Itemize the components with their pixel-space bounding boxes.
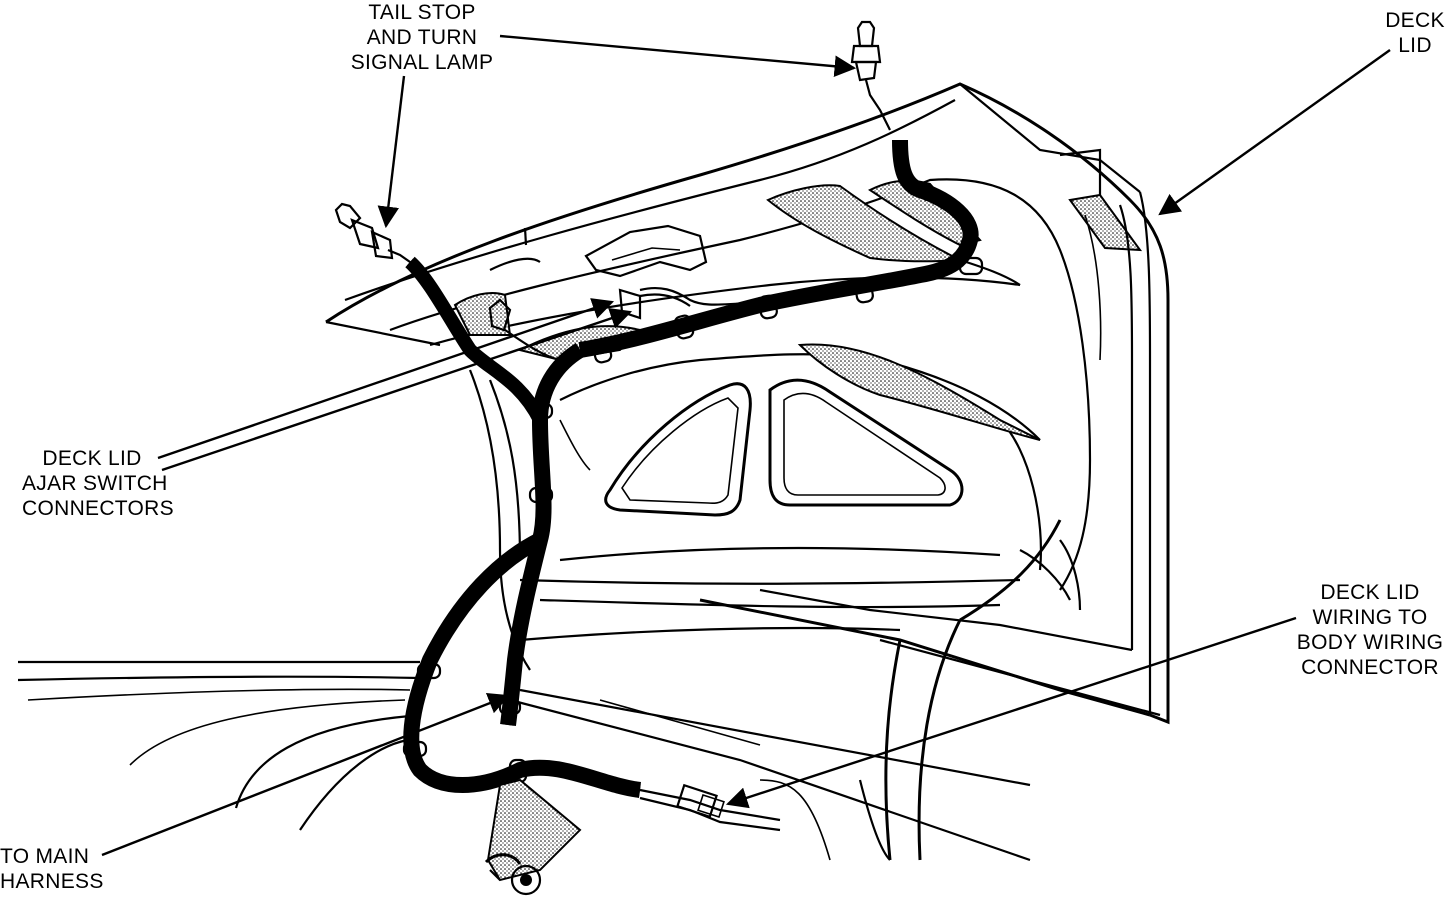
label-tail-lamp-line-1: TAIL STOP [368, 1, 476, 24]
body-panel-lines [17, 638, 1161, 862]
label-deck-lid-line-1: DECK [1385, 9, 1445, 32]
label-body-wiring-line-3: BODY WIRING [1296, 631, 1444, 654]
label-deck-lid-line-2: LID [1398, 34, 1432, 57]
leader-main-harness [101, 693, 511, 857]
deck-lid-hinge [484, 778, 582, 896]
label-ajar-switch-line-3: CONNECTORS [22, 497, 174, 520]
label-body-wiring-line-4: CONNECTOR [1301, 656, 1439, 679]
leader-ajar-switch-2 [161, 307, 633, 472]
label-body-wiring-line-1: DECK LID [1320, 581, 1420, 604]
label-body-wiring: DECK LID WIRING TO BODY WIRING CONNECTOR [1290, 580, 1450, 680]
leader-deck-lid [1158, 49, 1391, 216]
leader-tail-lamp-right [499, 34, 857, 78]
leader-body-wiring [725, 616, 1297, 809]
label-tail-lamp-line-3: SIGNAL LAMP [350, 51, 494, 74]
label-tail-lamp-line-2: AND TURN [366, 26, 478, 49]
label-deck-lid: DECK LID [1380, 8, 1450, 58]
stiffener-openings [559, 343, 1041, 517]
wiring-harness [402, 139, 984, 832]
leader-ajar-switch-1 [157, 298, 615, 460]
label-main-harness-line-1: TO MAIN [0, 845, 90, 868]
deck-lid-outline [325, 82, 1170, 725]
label-body-wiring-line-2: WIRING TO [1312, 606, 1428, 629]
label-main-harness-line-2: HARNESS [0, 870, 104, 893]
label-ajar-switch-line-1: DECK LID [42, 447, 142, 470]
label-tail-lamp: TAIL STOP AND TURN SIGNAL LAMP [336, 0, 508, 75]
label-main-harness: TO MAIN HARNESS [0, 844, 104, 894]
ajar-switch-bracket [488, 224, 708, 332]
tail-lamp-socket-left [334, 202, 411, 263]
deck-lid-inner-frame [389, 178, 1092, 861]
label-ajar-switch: DECK LID AJAR SWITCH CONNECTORS [22, 446, 174, 521]
tail-lamp-socket-right [850, 20, 891, 131]
leader-lines [101, 34, 1391, 857]
leader-tail-lamp-left [377, 75, 406, 229]
label-ajar-switch-line-2: AJAR SWITCH [22, 472, 168, 495]
